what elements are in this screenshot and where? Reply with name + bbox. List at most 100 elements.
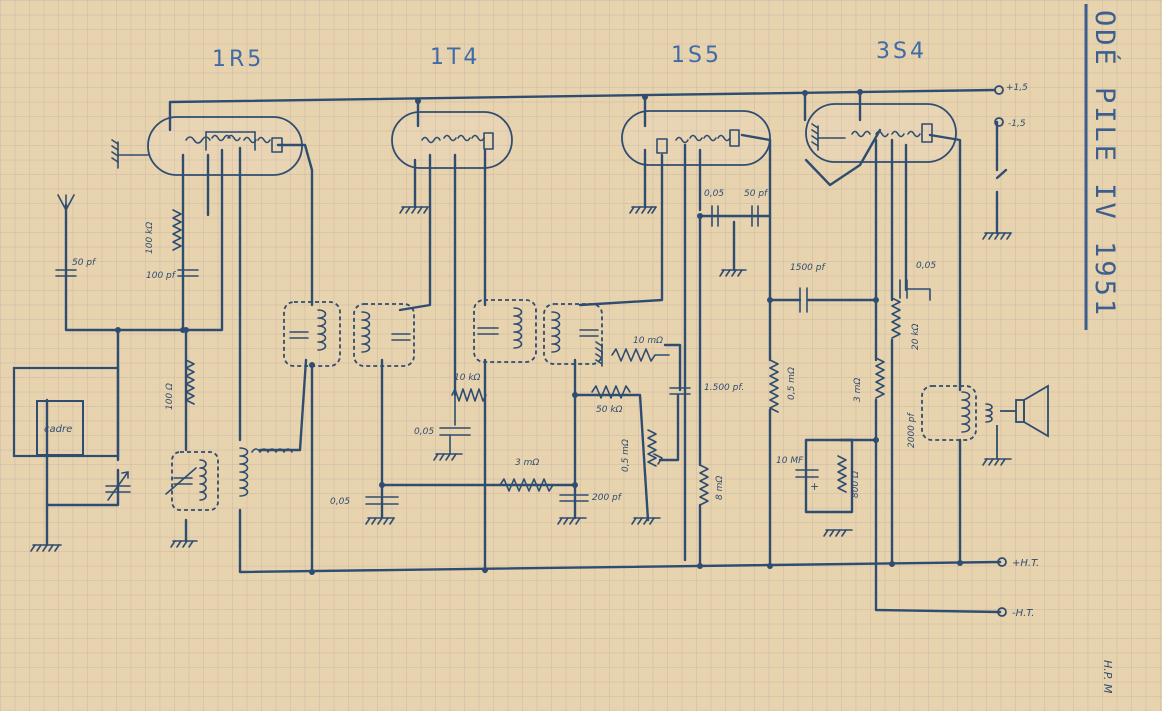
label-c-50pf: 50 pf [72, 258, 97, 268]
capacitor-50pf-b [751, 205, 759, 227]
label-r-10m: 10 mΩ [633, 336, 663, 346]
svg-text:+H.T.: +H.T. [1012, 558, 1039, 569]
if-transformer-2-can [353, 303, 415, 367]
if-transformer-4-can [543, 303, 603, 365]
capacitor-1500pf [669, 387, 691, 395]
variable-capacitor-oscillator [165, 467, 197, 495]
label-c-200pf: 200 pf [592, 493, 623, 503]
resistor-50k [591, 385, 631, 399]
label-c-005-b: 0,05 [330, 497, 350, 507]
junction-dots [115, 213, 963, 575]
ground-symbol [433, 453, 463, 461]
ground-symbol [30, 544, 62, 552]
ground-symbol [982, 458, 1012, 466]
ground-symbol [111, 139, 149, 169]
label-c-2000pf: 2000 pf [907, 412, 917, 448]
potentiometer-05m [647, 429, 657, 467]
label-c-10mf: 10 MF [776, 456, 804, 466]
junction-dot [802, 90, 808, 96]
terminal-plus-low: +1,5 [994, 83, 1028, 95]
output-transformer-can [921, 385, 977, 441]
frame-label: cadre [44, 424, 72, 435]
label-r-100: 100 Ω [165, 383, 175, 410]
if-transformer-3-primary [513, 307, 523, 349]
label-c-100pf: 100 pf [146, 271, 177, 281]
ground-symbol [629, 206, 657, 214]
tube-label-3s4: 3S4 [876, 39, 927, 64]
junction-dot [642, 94, 648, 100]
tube-1t4-electrodes [421, 132, 494, 150]
corner-note: H.P. M [1101, 660, 1114, 694]
capacitor-100pf [177, 269, 199, 277]
tube-1s5-electrodes [656, 129, 740, 154]
tube-1r5-electrodes [185, 131, 283, 153]
label-pot-05m: 0,5 mΩ [621, 439, 631, 472]
terminal-minus-ht: -H.T. [997, 607, 1034, 619]
if-transformer-2-secondary [361, 311, 371, 353]
resistor-20k [891, 297, 901, 339]
if-transformer-3-cap [477, 327, 499, 335]
oscillator-coil [199, 459, 207, 501]
if-transformer-4-secondary [551, 311, 561, 353]
label-r-800: 800 Ω [851, 471, 861, 498]
capacitor-10mf [795, 469, 819, 478]
capacitor-1500pf-b [799, 287, 808, 313]
if-transformer-2-cap [391, 333, 411, 341]
resistor-100k [172, 209, 182, 251]
capacitor-005-c [711, 205, 719, 227]
label-r-20k: 20 kΩ [911, 323, 921, 350]
ground-symbol [823, 529, 853, 537]
terminal-minus-low: -1,5 [994, 117, 1026, 129]
capacitor-50pf [55, 269, 77, 277]
output-transformer-secondary [985, 403, 993, 423]
ground-symbol [170, 540, 198, 548]
junction-dot [415, 98, 421, 104]
coupling-coil-secondary [251, 448, 293, 453]
label-r-100k: 100 kΩ [145, 222, 155, 254]
svg-text:+1,5: +1,5 [1006, 83, 1028, 93]
label-r-05m: 0,5 mΩ [787, 367, 797, 400]
label-r-8m: 8 mΩ [715, 476, 725, 500]
label-r-50k: 50 kΩ [596, 405, 623, 415]
ground-symbol [811, 123, 846, 151]
ground-symbol [557, 517, 587, 525]
if-transformer-4-cap [579, 329, 599, 337]
tube-label-1t4: 1T4 [430, 45, 480, 70]
if-transformer-1-primary [317, 309, 327, 351]
tube-3s4-electrodes [851, 123, 933, 143]
tube-label-1r5: 1R5 [212, 47, 264, 72]
resistor-800 [837, 455, 847, 493]
resistor-3m-a [499, 478, 554, 492]
output-transformer-primary [961, 391, 971, 433]
ground-symbol [719, 269, 747, 277]
oscillator-can [171, 451, 219, 511]
junction-dot [857, 89, 863, 95]
label-c-50pf-b: 50 pf [744, 189, 769, 199]
capacitor-005-a [439, 394, 471, 455]
capacitor-005-d [899, 279, 931, 301]
resistor-100 [185, 359, 195, 405]
label-c-005-d: 0,05 [916, 261, 936, 271]
capacitor-200pf [559, 494, 589, 502]
label-c-005-c: 0,05 [704, 189, 724, 199]
grounds [30, 206, 1012, 552]
svg-text:-1,5: -1,5 [1008, 119, 1026, 129]
label-c-005-a: 0,05 [414, 427, 434, 437]
resistor-3m-b [875, 357, 885, 399]
label-c-1500pf-b: 1500 pf [790, 263, 826, 273]
svg-text:-H.T.: -H.T. [1012, 608, 1034, 619]
if-transformer-1-cap [289, 331, 309, 339]
drawing-title: ODÉ PILE IV 1951 [1089, 10, 1121, 318]
label-r-3m-b: 3 mΩ [853, 378, 863, 402]
resistor-10m [611, 348, 670, 362]
if-transformer-3-can [473, 299, 537, 363]
if-transformer-1-can [283, 301, 341, 367]
tube-label-1s5: 1S5 [671, 43, 722, 68]
coupling-coil [239, 447, 249, 497]
label-r-10k: 10 kΩ [454, 373, 481, 383]
frame-antenna-coil [36, 400, 84, 456]
variable-capacitor-antenna [105, 471, 131, 501]
capacitor-005-b [365, 496, 399, 505]
potentiometer-wiper [653, 453, 663, 465]
